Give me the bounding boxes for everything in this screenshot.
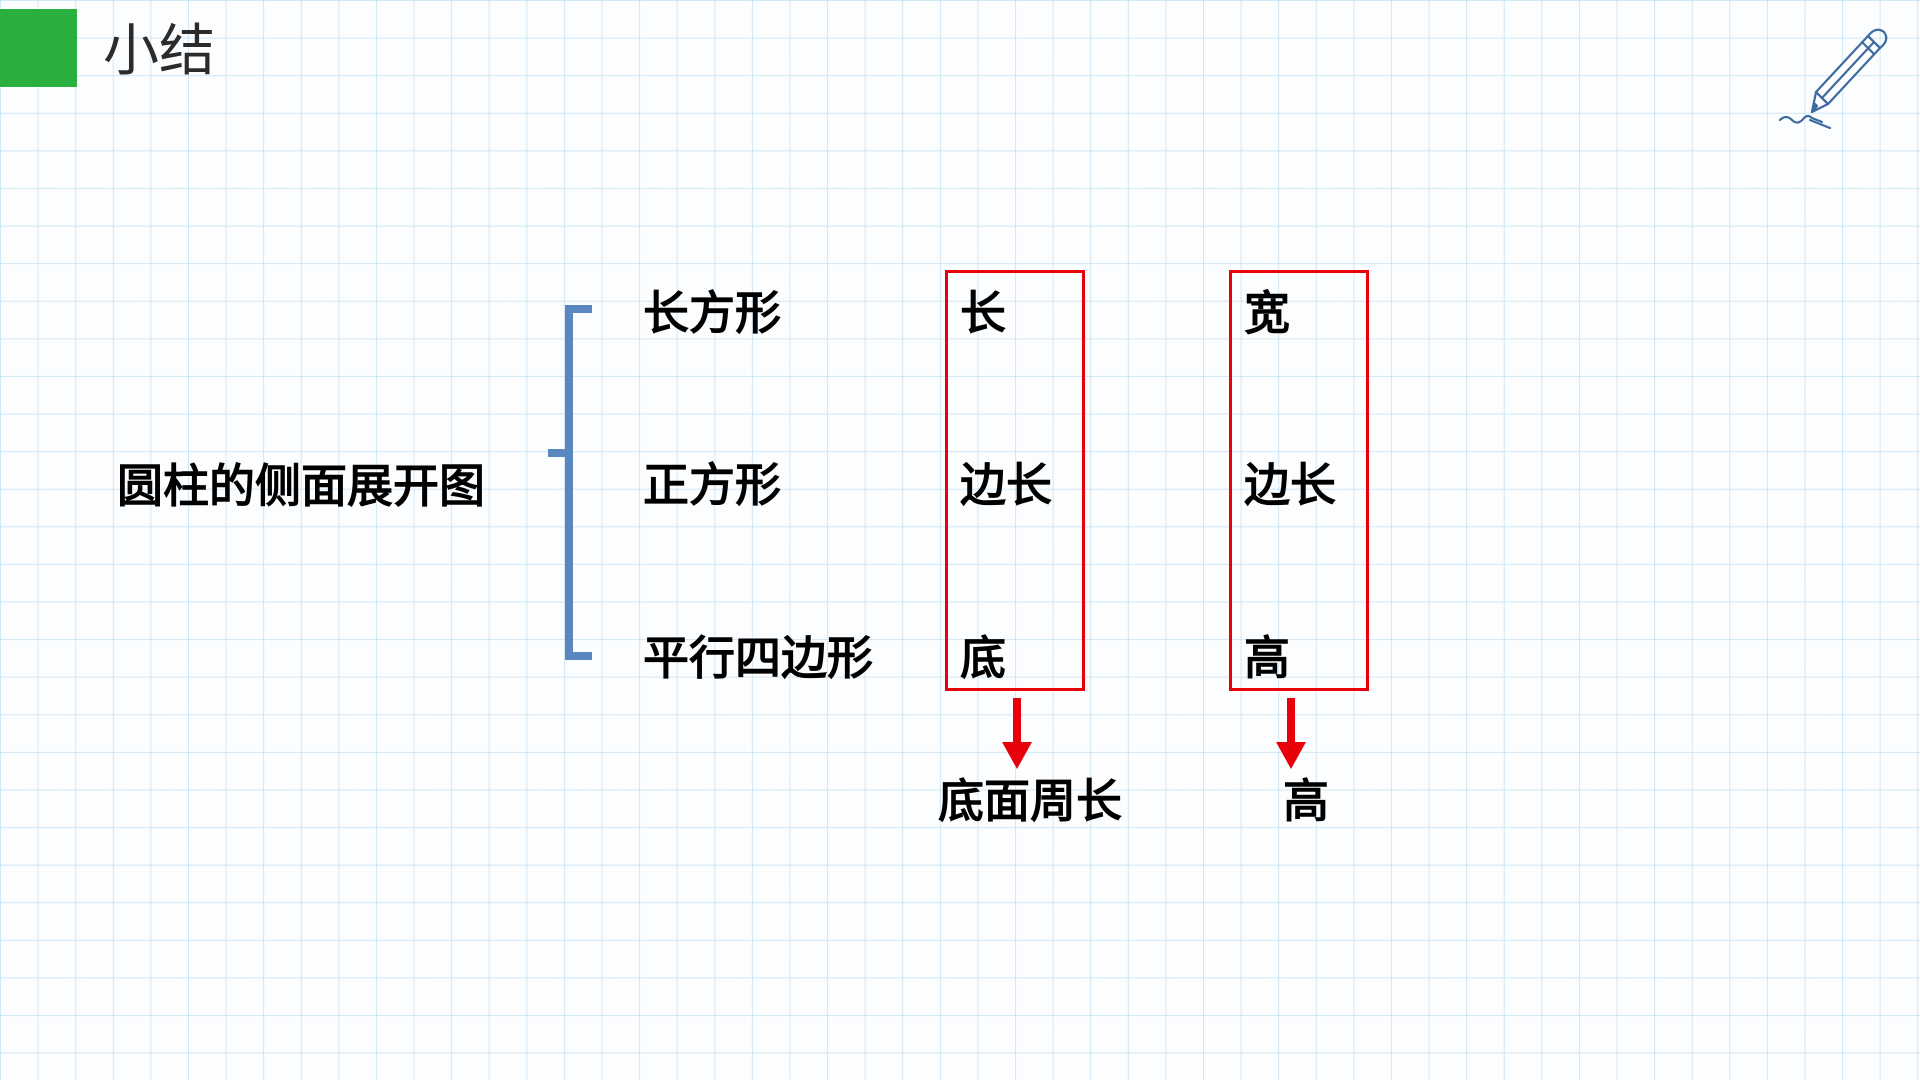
- root-label: 圆柱的侧面展开图: [117, 459, 485, 513]
- shape-label-square: 正方形: [643, 458, 781, 512]
- page-title: 小结: [103, 19, 215, 84]
- shape-label-parallelogram: 平行四边形: [643, 631, 873, 685]
- result-first: 底面周长: [938, 774, 1122, 828]
- bracket: [548, 305, 592, 660]
- arrow-down-second: [1276, 698, 1306, 769]
- first-value-square: 边长: [960, 458, 1052, 512]
- first-value-parallelogram: 底: [960, 631, 1006, 685]
- header-accent-block: [0, 9, 77, 87]
- first-value-rectangle: 长: [960, 286, 1006, 340]
- result-second: 高: [1283, 774, 1329, 828]
- second-value-rectangle: 宽: [1244, 286, 1290, 340]
- first-column-box: [945, 270, 1085, 691]
- second-value-parallelogram: 高: [1244, 631, 1290, 685]
- shape-label-rectangle: 长方形: [643, 286, 781, 340]
- second-column-box: [1229, 270, 1369, 691]
- arrow-down-first: [1002, 698, 1032, 769]
- pencil-icon: [1778, 28, 1888, 130]
- second-value-square: 边长: [1244, 458, 1336, 512]
